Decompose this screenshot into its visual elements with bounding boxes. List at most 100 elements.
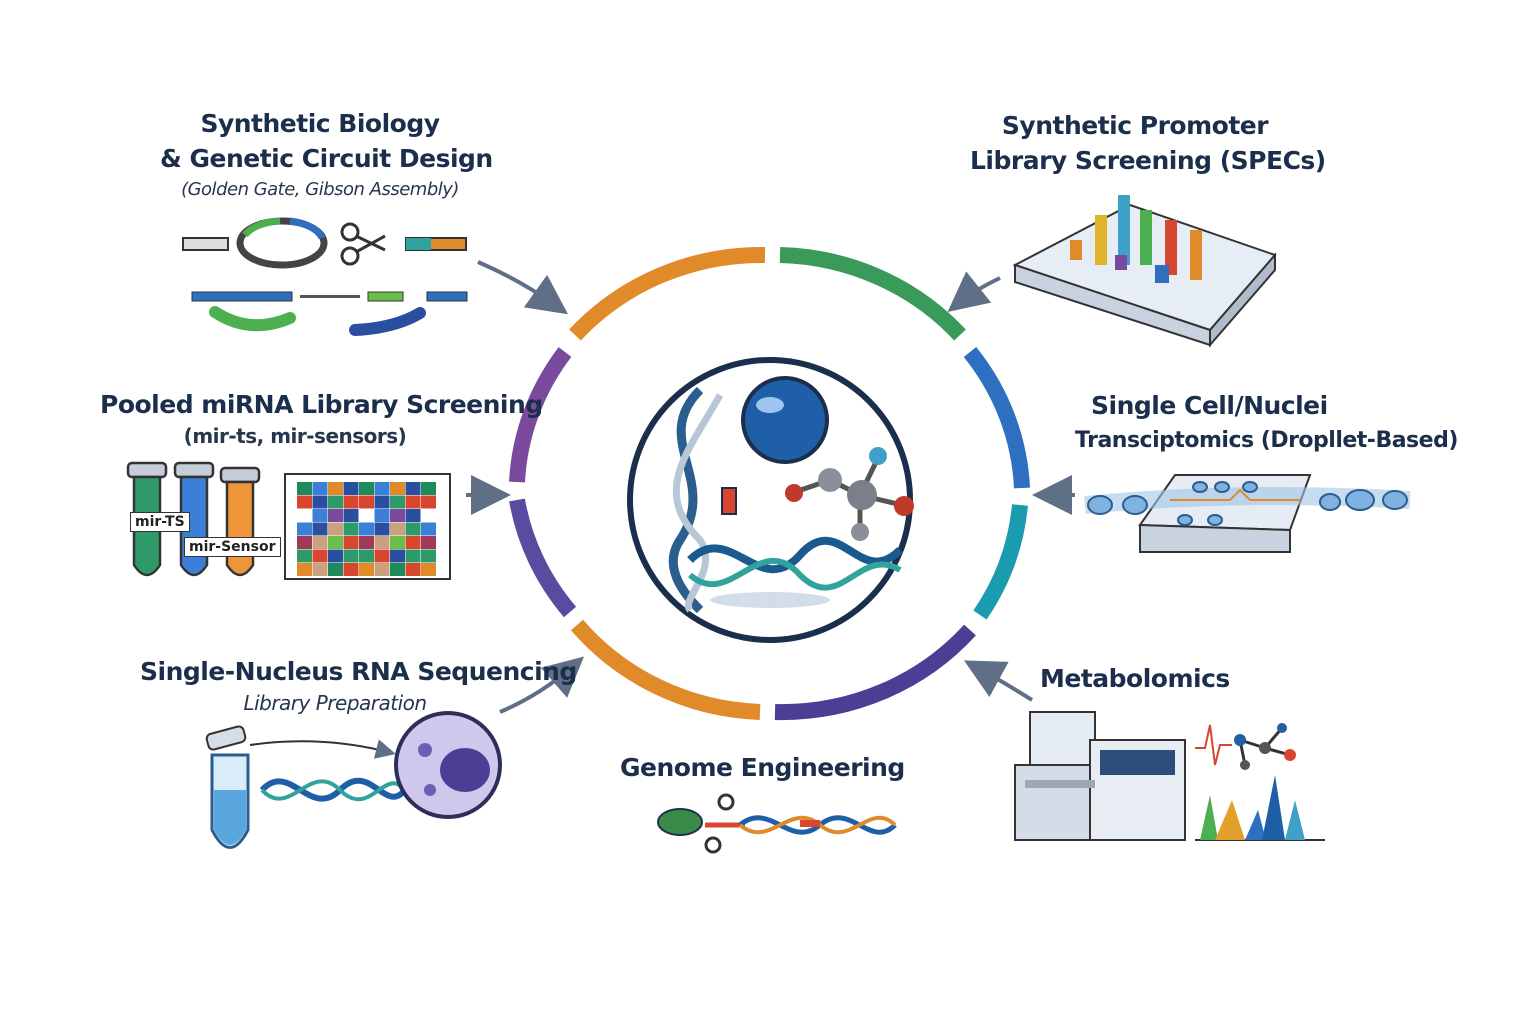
heatmap-cell (343, 549, 359, 563)
heatmap-cell (390, 536, 405, 549)
heatmap-cell (421, 536, 436, 549)
ring-segment-orange-bottom (570, 619, 761, 720)
singlecell-title: Single Cell/Nuclei Transciptomics (Dropl… (1075, 388, 1458, 458)
heatmap-cell (312, 482, 328, 495)
heatmap-cell (359, 549, 374, 563)
heatmap-cell (390, 509, 405, 522)
promoter-title-line1: Synthetic Promoter (1001, 111, 1269, 140)
heatmap-cell (390, 563, 405, 576)
well-plate-illustration (1012, 195, 1277, 348)
heatmap-cell (312, 509, 328, 522)
mirna-title-text: Pooled miRNA Library Screening (100, 390, 543, 419)
synbio-subtitle: (Golden Gate, Gibson Assembly) (181, 179, 459, 200)
center-biology-icon (627, 357, 914, 643)
microfluidic-chip-illustration (1084, 474, 1411, 553)
heatmap-cell (390, 522, 405, 536)
heatmap-cell (405, 522, 421, 536)
synbio-title-line2: & Genetic Circuit Design (160, 144, 493, 173)
heatmap-cell (312, 522, 328, 536)
ring-segment-purple-bl (509, 498, 577, 618)
ring-segment-violet-tl (509, 347, 572, 483)
heatmap-cell (343, 482, 359, 495)
heatmap-cell (359, 563, 374, 576)
heatmap-cell (390, 495, 405, 509)
heatmap-cell (359, 509, 374, 522)
heatmap-cell (359, 495, 374, 509)
mirna-title: Pooled miRNA Library Screening (mir-ts, … (100, 387, 543, 450)
heatmap-cell (421, 522, 436, 536)
snrna-subtitle: Library Preparation (243, 691, 427, 715)
heatmap-cell (421, 509, 436, 522)
heatmap-cell (297, 549, 312, 563)
heatmap-cell (374, 495, 390, 509)
snrna-title: Single-Nucleus RNA Sequencing Library Pr… (140, 654, 577, 717)
singlecell-title-line1: Single Cell/Nuclei (1091, 391, 1328, 420)
heatmap-cell (343, 495, 359, 509)
heatmap-cell (312, 563, 328, 576)
heatmap-cell (421, 549, 436, 563)
heatmap-cell (374, 549, 390, 563)
heatmap-cell (374, 482, 390, 495)
ring-segment-teal (973, 504, 1028, 620)
flow-arrows (466, 260, 1075, 714)
heatmap-cell (328, 549, 343, 563)
snrna-illustration (205, 711, 502, 849)
tube-label-mir-ts: mir-TS (130, 512, 190, 532)
heatmap-cell (390, 549, 405, 563)
heatmap-cell (343, 522, 359, 536)
genome-engineering-illustration (657, 793, 897, 854)
metabolomics-title: Metabolomics (1040, 664, 1230, 693)
heatmap-cell (405, 495, 421, 509)
heatmap-cell (312, 495, 328, 509)
heatmap-cell (297, 522, 312, 536)
heatmap-cell (359, 482, 374, 495)
heatmap-cell (312, 536, 328, 549)
heatmap-cell (328, 509, 343, 522)
heatmap-cell (343, 536, 359, 549)
cycle-ring (509, 246, 1030, 721)
heatmap-cell (297, 536, 312, 549)
snrna-title-text: Single-Nucleus RNA Sequencing (140, 657, 577, 686)
ring-segment-purple-br (774, 624, 976, 721)
promoter-title-line2: Library Screening (SPECs) (970, 146, 1326, 175)
mirna-illustration (126, 461, 451, 580)
ring-segment-green (779, 247, 966, 341)
heatmap-cell (359, 522, 374, 536)
heatmap-cell (297, 482, 312, 495)
heatmap-cell (421, 563, 436, 576)
heatmap-cell (405, 482, 421, 495)
heatmap-cell (328, 563, 343, 576)
heatmap-cell (343, 563, 359, 576)
heatmap-cell (405, 563, 421, 576)
heatmap-cell (297, 509, 312, 522)
heatmap-cell (405, 549, 421, 563)
synbio-title-line1: Synthetic Biology (200, 109, 440, 138)
promoter-title: Synthetic Promoter Library Screening (SP… (970, 108, 1326, 178)
heatmap-cell (328, 495, 343, 509)
heatmap-cell (359, 536, 374, 549)
heatmap-cell (421, 482, 436, 495)
ring-segment-orange-top (569, 246, 766, 341)
heatmap-cell (297, 563, 312, 576)
synbio-title: Synthetic Biology & Genetic Circuit Desi… (160, 106, 493, 204)
heatmap-cell (374, 563, 390, 576)
heatmap-cell (328, 482, 343, 495)
heatmap-cell (421, 495, 436, 509)
heatmap-cell (374, 522, 390, 536)
heatmap-cell (312, 549, 328, 563)
singlecell-title-line2: Transciptomics (Dropllet-Based) (1075, 428, 1458, 453)
heatmap-cell (343, 509, 359, 522)
mass-spectrometer-illustration (1014, 711, 1325, 841)
heatmap-cell (390, 482, 405, 495)
ring-segment-blue (963, 346, 1030, 489)
synbio-illustration (182, 217, 468, 336)
mirna-subtitle: (mir-ts, mir-sensors) (183, 424, 407, 448)
genome-title: Genome Engineering (620, 753, 905, 782)
heatmap-cell (374, 509, 390, 522)
tube-label-mir-sensor: mir-Sensor (184, 537, 281, 557)
heatmap-cell (328, 536, 343, 549)
heatmap-cell (374, 536, 390, 549)
heatmap-cell (297, 495, 312, 509)
